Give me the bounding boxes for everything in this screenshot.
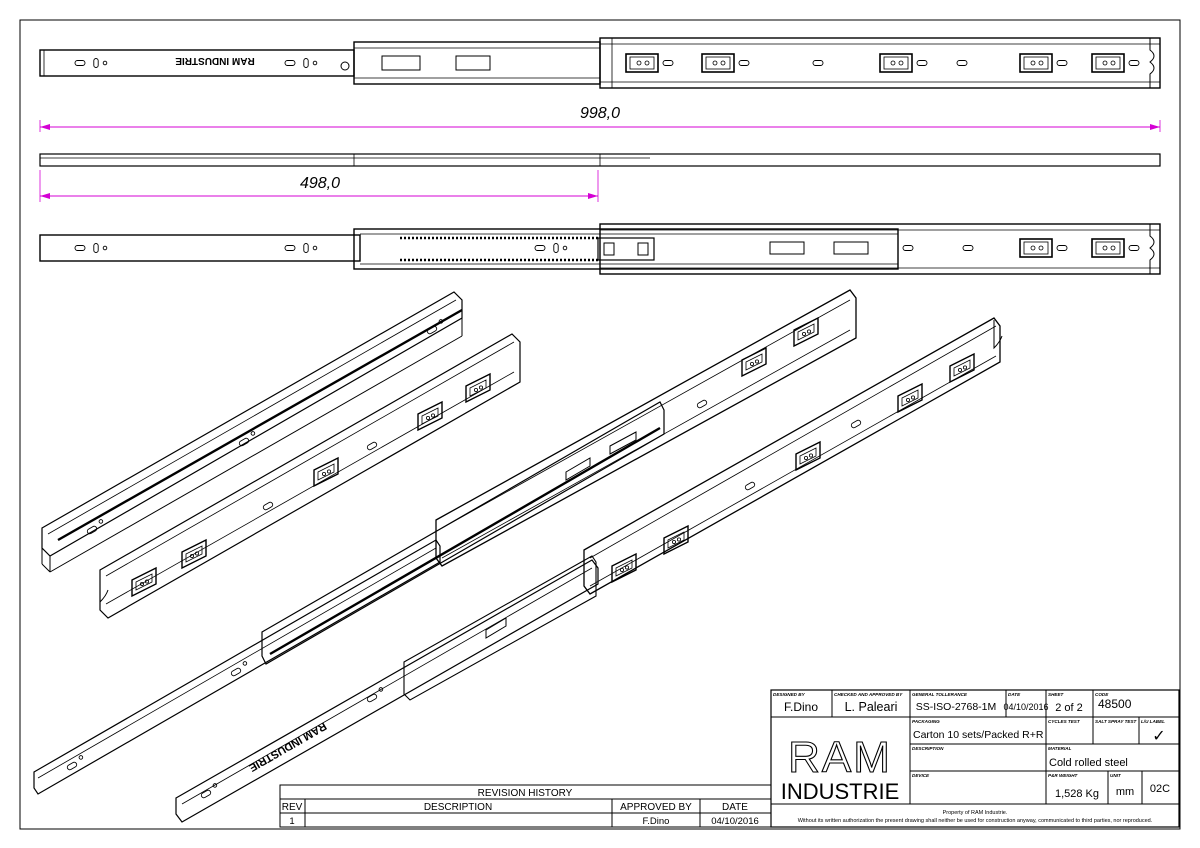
revision-row-date: 04/10/2016 bbox=[711, 816, 759, 827]
revision-code-value: 02C bbox=[1150, 783, 1170, 795]
dimension-overall bbox=[39, 120, 1161, 132]
isometric-outer-rail bbox=[99, 333, 521, 619]
side-view-rear bbox=[39, 223, 1161, 275]
date-label: DATE bbox=[1008, 692, 1021, 697]
description-label: DESCRIPTION bbox=[912, 746, 944, 751]
top-view bbox=[39, 153, 1161, 167]
device-label: DEVICE bbox=[912, 773, 930, 778]
title-block-grid bbox=[770, 689, 1180, 828]
description-header: DESCRIPTION bbox=[424, 802, 492, 813]
dimension-closed-label: 498,0 bbox=[300, 175, 340, 192]
weight-label: P&R WEIGHT bbox=[1048, 773, 1079, 778]
logo-ram: RAM bbox=[788, 733, 892, 782]
tolerance-label: GENERAL TOLLERANCE bbox=[912, 692, 968, 697]
weight-value: 1,528 Kg bbox=[1055, 788, 1099, 800]
salt-spray-test-label: SALT SPRAY TEST bbox=[1095, 719, 1138, 724]
rail-engraving-iso: RAM INDUSTRIE bbox=[247, 720, 329, 774]
revision-row-approved-by: F.Dino bbox=[643, 816, 670, 827]
date-header: DATE bbox=[722, 802, 748, 813]
rail-engraving-mirrored: RAM INDUSTRIE bbox=[175, 55, 255, 66]
designed-by-value: F.Dino bbox=[784, 700, 818, 714]
approved-by-header: APPROVED BY bbox=[620, 802, 692, 813]
unit-value: mm bbox=[1116, 786, 1134, 798]
unit-label: UNIT bbox=[1110, 773, 1122, 778]
revision-row-rev: 1 bbox=[289, 816, 294, 827]
side-view-extended: RAM INDUSTRIE bbox=[39, 37, 1161, 89]
cycles-test-label: CYCLES TEST bbox=[1048, 719, 1081, 724]
ul-label-label: L/U LABEL bbox=[1141, 719, 1165, 724]
code-label: CODE bbox=[1095, 692, 1109, 697]
material-label: MATERIAL bbox=[1048, 746, 1072, 751]
dimension-overall-label: 998,0 bbox=[580, 105, 620, 122]
isometric-inner-rail bbox=[41, 291, 463, 573]
sheet-value: 2 of 2 bbox=[1055, 702, 1083, 714]
property-line: Property of RAM Industrie. bbox=[943, 810, 1008, 816]
designed-by-label: DESIGNED BY bbox=[773, 692, 806, 697]
code-value: 48500 bbox=[1098, 697, 1132, 711]
packaging-label: PACKAGING bbox=[912, 719, 940, 724]
material-value: Cold rolled steel bbox=[1049, 757, 1128, 769]
sheet-border bbox=[19, 19, 1181, 830]
logo-industrie: INDUSTRIE bbox=[781, 779, 900, 804]
revision-history-title: REVISION HISTORY bbox=[478, 788, 573, 799]
dimension-closed bbox=[39, 170, 599, 202]
ul-check-icon: ✓ bbox=[1152, 728, 1165, 745]
checked-by-value: L. Paleari bbox=[845, 700, 898, 714]
sheet-label: SHEET bbox=[1048, 692, 1065, 697]
property-notice: Without its written authorization the pr… bbox=[798, 818, 1153, 824]
isometric-assembly-extended bbox=[33, 289, 857, 795]
date-value: 04/10/2016 bbox=[1003, 702, 1048, 712]
packaging-value: Carton 10 sets/Packed R+R bbox=[913, 729, 1044, 741]
rev-header: REV bbox=[282, 802, 303, 813]
tolerance-value: SS-ISO-2768-1M bbox=[916, 701, 997, 713]
company-logo: RAM INDUSTRIE bbox=[781, 732, 900, 804]
checked-by-label: CHECKED AND APPROVED BY bbox=[834, 692, 903, 697]
revision-history-table bbox=[279, 784, 772, 828]
